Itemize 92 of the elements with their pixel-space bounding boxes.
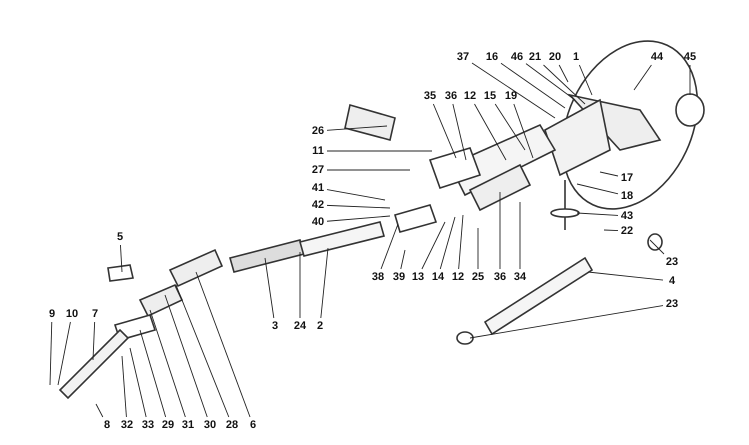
- leader-line: [470, 305, 664, 338]
- callout-number: 24: [294, 320, 306, 332]
- leader-line: [578, 64, 592, 96]
- callout-number: 23: [666, 298, 678, 310]
- callout-number: 5: [116, 231, 124, 243]
- callout-number: 36: [444, 90, 458, 102]
- callout-number: 12: [464, 90, 476, 102]
- leader-line: [326, 216, 390, 222]
- callout-number: 32: [120, 419, 134, 431]
- callout-number: 28: [226, 419, 238, 431]
- callout-number: 42: [312, 199, 324, 211]
- callout-number: 19: [504, 90, 518, 102]
- callout-number: 40: [312, 216, 324, 228]
- callout-number: 12: [452, 271, 464, 283]
- callout-number: 26: [312, 125, 324, 137]
- leader-line: [634, 64, 652, 90]
- callout-number: 6: [250, 419, 256, 431]
- callout-number: 21: [528, 51, 542, 63]
- leader-line: [400, 250, 406, 270]
- callout-number: 7: [92, 308, 98, 320]
- leader-line: [440, 216, 456, 270]
- leader-line: [326, 126, 388, 131]
- leader-line: [164, 294, 208, 418]
- callout-number: 2: [316, 320, 324, 332]
- leader-line: [494, 104, 526, 150]
- callout-number: 35: [424, 90, 436, 102]
- callout-number: 15: [484, 90, 496, 102]
- callout-number: 43: [620, 210, 634, 222]
- callout-number: 10: [66, 308, 78, 320]
- leader-line: [326, 150, 432, 152]
- leader-line: [380, 224, 398, 270]
- leader-line: [176, 284, 230, 418]
- leader-line: [650, 240, 664, 254]
- leader-line: [543, 64, 586, 104]
- callout-number: 23: [666, 256, 678, 268]
- leader-line: [500, 62, 566, 108]
- callout-number: 38: [372, 271, 384, 283]
- callout-number: 22: [620, 225, 634, 237]
- leader-line: [96, 404, 104, 418]
- leader-line: [150, 310, 186, 418]
- leader-line: [604, 230, 618, 232]
- leader-line: [122, 356, 127, 418]
- callout-number: 16: [486, 51, 498, 63]
- callout-number: 1: [572, 51, 580, 63]
- leader-line: [432, 104, 456, 158]
- callout-number: 33: [142, 419, 154, 431]
- callout-number: 34: [514, 271, 526, 283]
- callout-number: 31: [182, 419, 194, 431]
- leader-line: [130, 348, 147, 418]
- leader-line: [600, 172, 618, 176]
- callout-number: 39: [392, 271, 406, 283]
- leader-line: [526, 63, 576, 100]
- callout-number: 17: [620, 172, 634, 184]
- leader-line: [576, 212, 618, 216]
- leader-line: [558, 64, 568, 82]
- callout-number: 45: [684, 51, 696, 63]
- leader-line: [50, 322, 52, 386]
- callout-number: 20: [548, 51, 562, 63]
- leader-line: [58, 322, 71, 386]
- callout-number: 27: [312, 164, 324, 176]
- callout-number: 41: [312, 182, 324, 194]
- callout-number: 30: [204, 419, 216, 431]
- callout-number: 18: [620, 190, 634, 202]
- callout-number: 13: [412, 271, 424, 283]
- callout-number: 37: [456, 51, 470, 63]
- callout-number: 4: [668, 275, 676, 287]
- callout-number: 25: [472, 271, 484, 283]
- leader-line: [326, 189, 386, 200]
- leader-line: [264, 258, 274, 318]
- leader-line: [472, 62, 556, 118]
- leader-line: [140, 330, 166, 418]
- leader-line: [458, 214, 464, 270]
- callout-number: 9: [48, 308, 56, 320]
- callout-number: 29: [162, 419, 174, 431]
- callout-number: 11: [312, 145, 324, 157]
- callout-number: 44: [650, 51, 664, 63]
- leader-line: [421, 222, 446, 270]
- leader-line: [452, 104, 466, 160]
- callout-number: 36: [494, 271, 506, 283]
- callout-number: 8: [104, 419, 110, 431]
- leader-line: [326, 204, 390, 208]
- leader-line: [320, 248, 328, 318]
- leader-line: [120, 244, 122, 272]
- callout-number: 46: [510, 51, 524, 63]
- leader-line: [588, 272, 664, 280]
- leader-line: [474, 104, 506, 160]
- callout-number: 3: [272, 320, 278, 332]
- leader-line: [513, 104, 534, 158]
- leader-line: [196, 272, 250, 418]
- leader-line: [92, 322, 96, 360]
- leader-line: [576, 184, 618, 194]
- callout-number: 14: [432, 271, 444, 283]
